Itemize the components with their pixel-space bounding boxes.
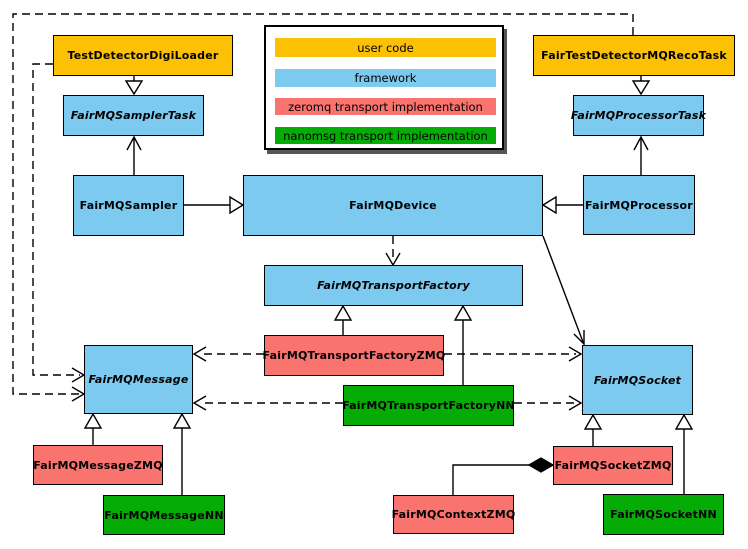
inheritance-arrow-messagezmq-to-message bbox=[83, 412, 103, 445]
inheritance-arrow-factorynn-to-factory bbox=[453, 304, 473, 385]
class-box-fairmqdevice: FairMQDevice bbox=[243, 175, 543, 236]
composition-link-contextzmq-to-socketzmq bbox=[452, 457, 555, 495]
class-box-fairmqmessagezmq: FairMQMessageZMQ bbox=[33, 445, 163, 485]
association-arrow-sampler-to-samplertask bbox=[126, 135, 142, 175]
dependency-arrow-factorynn-to-socket bbox=[514, 395, 583, 411]
class-box-fairmqsampler: FairMQSampler bbox=[73, 175, 184, 236]
inheritance-arrow-sampler-to-device bbox=[184, 195, 245, 215]
inheritance-arrow-digiloader-to-samplertask bbox=[124, 76, 144, 96]
class-box-fairmqcontextzmq: FairMQContextZMQ bbox=[392, 495, 515, 534]
association-arrow-device-to-socket bbox=[542, 235, 585, 346]
class-box-fairtestdetectormqrecotask: FairTestDetectorMQRecoTask bbox=[533, 35, 735, 76]
dependency-arrow-factorynn-to-message bbox=[192, 395, 343, 411]
inheritance-arrow-processor-to-device bbox=[541, 195, 583, 215]
class-box-testdetectordigiloader: TestDetectorDigiLoader bbox=[53, 35, 233, 76]
dependency-arrow-device-to-transportfactory bbox=[385, 236, 401, 267]
inheritance-arrow-recotask-to-processortask bbox=[631, 76, 651, 96]
inheritance-arrow-socketzmq-to-socket bbox=[583, 413, 603, 446]
association-arrow-processor-to-processortask bbox=[633, 135, 649, 175]
legend-item-framework: framework bbox=[275, 69, 496, 87]
legend-item-nanomsg: nanomsg transport implementation bbox=[275, 127, 496, 144]
dependency-arrow-factoryzmq-to-message bbox=[192, 346, 264, 362]
inheritance-arrow-socketnn-to-socket bbox=[674, 413, 694, 494]
class-box-fairmqmessage: FairMQMessage bbox=[84, 345, 193, 414]
class-box-fairmqprocessor: FairMQProcessor bbox=[583, 175, 695, 235]
legend-item-zeromq: zeromq transport implementation bbox=[275, 98, 496, 115]
inheritance-arrow-factoryzmq-to-factory bbox=[333, 304, 353, 335]
class-box-fairmqprocessortask: FairMQProcessorTask bbox=[571, 95, 706, 136]
class-box-fairmqsocketnn: FairMQSocketNN bbox=[603, 494, 724, 535]
inheritance-arrow-messagenn-to-message bbox=[172, 412, 192, 495]
class-box-fairmqsamplertask: FairMQSamplerTask bbox=[63, 95, 204, 136]
legend-box: user code framework zeromq transport imp… bbox=[264, 25, 504, 150]
class-box-fairmqmessagenn: FairMQMessageNN bbox=[103, 495, 225, 535]
legend-item-user-code: user code bbox=[275, 38, 496, 57]
class-box-fairmqtransportfactoryzmq: FairMQTransportFactoryZMQ bbox=[263, 335, 445, 376]
class-box-fairmqsocketzmq: FairMQSocketZMQ bbox=[553, 446, 673, 485]
class-box-fairmqtransportfactory: FairMQTransportFactory bbox=[264, 265, 523, 306]
class-box-fairmqsocket: FairMQSocket bbox=[582, 345, 693, 415]
class-box-fairmqtransportfactorynn: FairMQTransportFactoryNN bbox=[342, 385, 515, 426]
dependency-arrow-factoryzmq-to-socket bbox=[444, 346, 583, 362]
